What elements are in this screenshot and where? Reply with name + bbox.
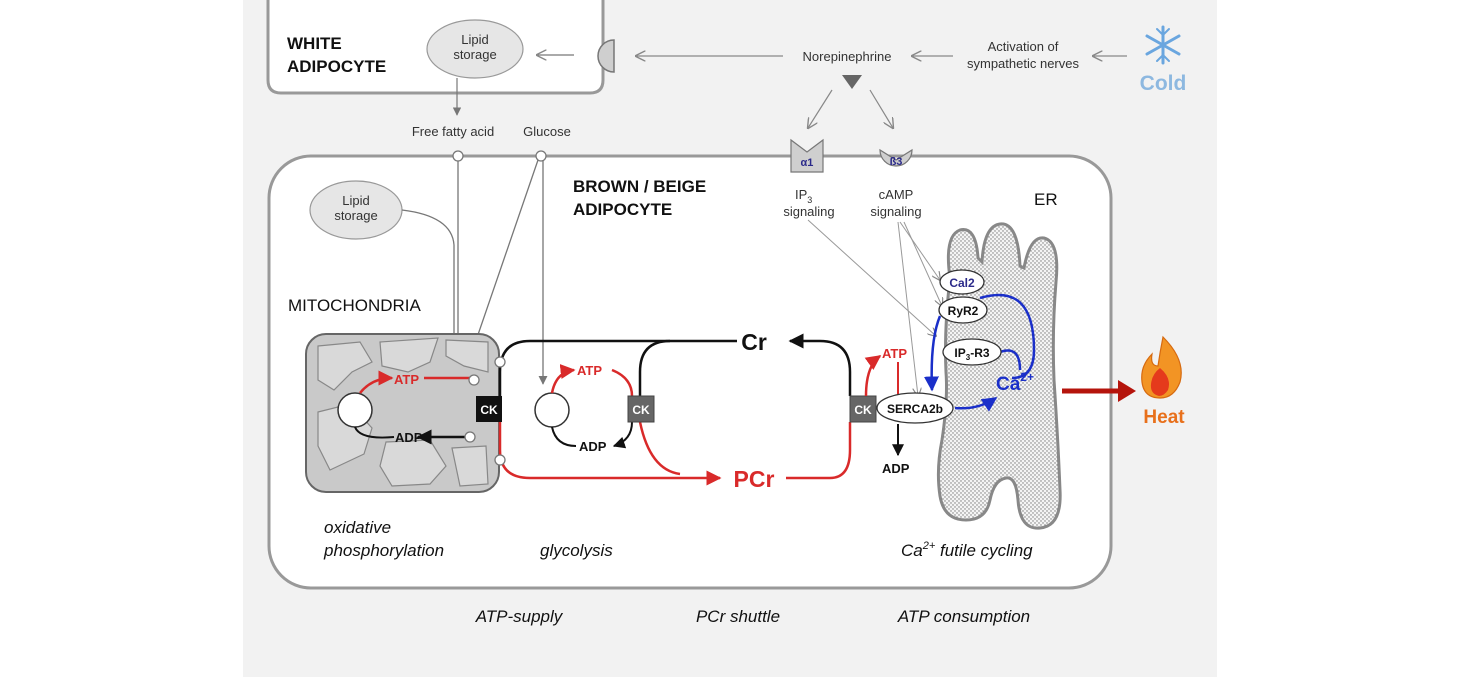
ip3r3-channel xyxy=(942,338,1002,366)
camp-signaling-label-1: cAMP xyxy=(879,187,914,202)
ck-glycolysis-label: CK xyxy=(632,403,650,417)
arrow-ck-to-adp xyxy=(612,421,633,449)
er-adp-label: ADP xyxy=(882,461,910,476)
mito-atp-label: ATP xyxy=(394,372,419,387)
ffa-transporter xyxy=(452,150,464,162)
ck-mito xyxy=(476,396,502,422)
ck-er xyxy=(849,395,877,423)
cold-label: Cold xyxy=(1140,72,1187,95)
arrow-ne-to-beta3 xyxy=(869,89,893,128)
ryr2-label: RyR2 xyxy=(948,304,979,318)
arrow-mito-to-atp xyxy=(359,370,394,394)
cal2-channel xyxy=(939,269,985,295)
serca2b-label: SERCA2b xyxy=(887,402,943,416)
pcr-to-ck-er xyxy=(786,422,852,480)
beta3-receptor xyxy=(879,148,913,167)
mitochondria-label: MITOCHONDRIA xyxy=(288,296,422,315)
arrow-camp-to-cal2 xyxy=(899,221,940,280)
oxphos-label-1: oxidative xyxy=(324,518,391,537)
alpha1-label: α1 xyxy=(801,157,814,169)
arrow-ne-to-alpha1 xyxy=(808,89,833,128)
pcr-glycolysis-branch xyxy=(638,421,681,476)
flame-icon xyxy=(1141,335,1182,399)
glucose-transporter xyxy=(535,150,547,162)
er-label: ER xyxy=(1034,190,1058,209)
pcr-arrow-from-mito xyxy=(498,422,722,486)
pcr-label: PCr xyxy=(734,466,775,492)
mito-adp-label: ADP xyxy=(395,430,423,445)
pcr-transporter xyxy=(494,454,506,466)
glycolysis-label: glycolysis xyxy=(540,541,613,560)
alpha1-receptor xyxy=(790,138,824,173)
cr-branch-glycolysis xyxy=(638,339,671,396)
white-adipocyte-title-2: ADIPOCYTE xyxy=(287,57,386,76)
activation-label-1: Activation of xyxy=(988,39,1059,54)
ca-release-loop-ip3r3 xyxy=(999,349,1022,371)
white-adipocyte-title-1: WHITE xyxy=(287,34,342,53)
ck-glycolysis xyxy=(627,395,655,423)
serca-pump-arrow xyxy=(954,396,998,412)
arrow-camp-to-serca xyxy=(897,221,918,396)
ca-efflux-arrow xyxy=(923,315,942,392)
camp-signaling-label-2: signaling xyxy=(870,204,921,219)
ca-release-loop-ryr2 xyxy=(979,293,1036,380)
cr-transporter xyxy=(494,356,506,368)
brown-adipocyte-title-1: BROWN / BEIGE xyxy=(573,177,706,196)
cr-return-path xyxy=(498,339,737,396)
glycolysis-atp-label: ATP xyxy=(577,363,602,378)
ip3r3-label: IP3-R3 xyxy=(954,346,989,362)
arrow-glucose-to-mito xyxy=(468,159,539,359)
cal2-label: Cal2 xyxy=(949,276,975,290)
ca-label: Ca2+ xyxy=(996,370,1034,395)
snowflake-icon xyxy=(1145,25,1181,65)
ip3-signaling-label-1: IP3 xyxy=(795,187,812,205)
mito-atp-transporter xyxy=(468,374,480,386)
futile-cycling-label: Ca2+ futile cycling xyxy=(901,540,1033,560)
arrow-ip3-to-ip3r3 xyxy=(807,219,936,336)
white-adipocyte-receptor xyxy=(597,39,615,73)
glycolysis-circle xyxy=(534,392,570,428)
mito-adp-return xyxy=(354,426,395,439)
heat-arrow-head xyxy=(1118,380,1136,402)
brown-adipocyte-title-2: ADIPOCYTE xyxy=(573,200,672,219)
ryr2-channel xyxy=(938,296,988,324)
brown-lipid-label-2: storage xyxy=(334,208,377,223)
glucose-label: Glucose xyxy=(523,124,571,139)
white-lipid-storage xyxy=(426,19,524,79)
norepinephrine-triangle xyxy=(842,75,862,89)
ffa-label: Free fatty acid xyxy=(412,124,494,139)
glycolysis-adp-label: ADP xyxy=(579,439,607,454)
arrow-ck-er-atp xyxy=(864,354,882,397)
mitochondria-cristae xyxy=(317,337,489,487)
arrow-lipid-to-mito xyxy=(401,209,459,359)
arrow-glycolysis-atp xyxy=(550,364,576,394)
beta3-label: ß3 xyxy=(890,156,903,168)
norepinephrine-label: Norepinephrine xyxy=(803,49,892,64)
oxphos-label-2: phosphorylation xyxy=(323,541,444,560)
arrow-camp-to-ryr2 xyxy=(903,221,942,306)
ck-mito-label: CK xyxy=(480,403,498,417)
er-atp-label: ATP xyxy=(882,346,907,361)
atp-synthase-circle xyxy=(337,392,373,428)
serca2b-pump xyxy=(876,392,954,424)
mito-adp-transporter xyxy=(464,431,476,443)
white-lipid-label-1: Lipid xyxy=(461,32,488,47)
cr-arrow-from-ck-er xyxy=(788,333,852,396)
white-lipid-label-2: storage xyxy=(453,47,496,62)
pcr-shuttle-label: PCr shuttle xyxy=(696,607,780,626)
atp-supply-label: ATP-supply xyxy=(475,607,564,626)
glycolysis-atp-to-ck xyxy=(611,368,634,397)
ck-er-label: CK xyxy=(854,403,872,417)
glycolysis-adp-return xyxy=(551,426,577,447)
activation-label-2: sympathetic nerves xyxy=(967,56,1079,71)
brown-lipid-label-1: Lipid xyxy=(342,193,369,208)
ip3-signaling-label-2: signaling xyxy=(783,204,834,219)
heat-label: Heat xyxy=(1143,407,1185,428)
cr-label: Cr xyxy=(741,329,767,355)
atp-consumption-label: ATP consumption xyxy=(897,607,1030,626)
